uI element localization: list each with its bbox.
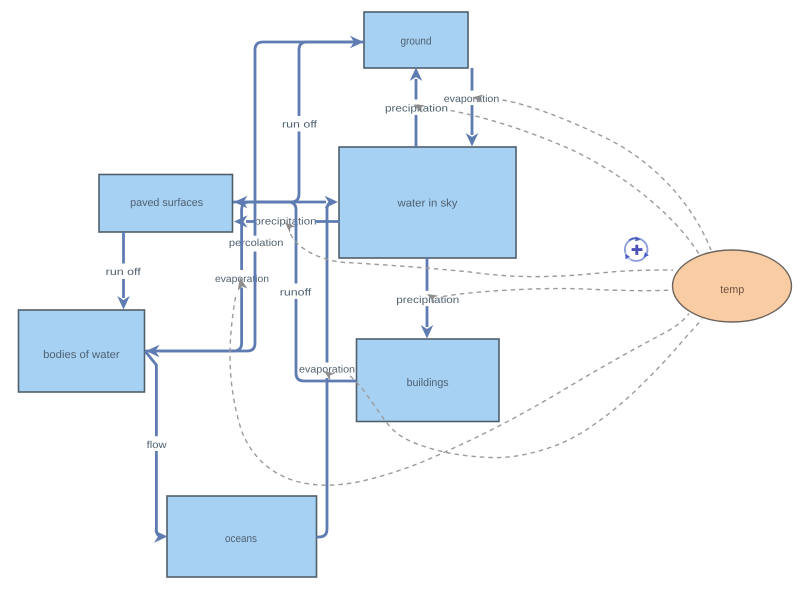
svg-text:run off: run off (106, 267, 141, 278)
svg-text:evaporation: evaporation (299, 364, 355, 375)
svg-text:precipitation: precipitation (385, 104, 448, 115)
svg-text:oceans: oceans (225, 533, 257, 545)
svg-text:precipitation: precipitation (255, 217, 317, 228)
svg-text:ground: ground (401, 36, 432, 48)
svg-text:temp: temp (720, 284, 744, 296)
svg-text:buildings: buildings (407, 377, 449, 389)
svg-text:run off: run off (282, 120, 317, 131)
svg-text:paved surfaces: paved surfaces (130, 197, 203, 209)
svg-text:water in sky: water in sky (396, 198, 458, 210)
svg-text:flow: flow (147, 440, 168, 451)
svg-text:precipitation: precipitation (396, 295, 459, 306)
svg-text:bodies of water: bodies of water (43, 349, 120, 361)
svg-text:evaporation: evaporation (215, 274, 269, 285)
svg-text:percolation: percolation (229, 238, 284, 249)
svg-text:evaporation: evaporation (444, 94, 500, 105)
svg-text:runoff: runoff (280, 288, 312, 299)
